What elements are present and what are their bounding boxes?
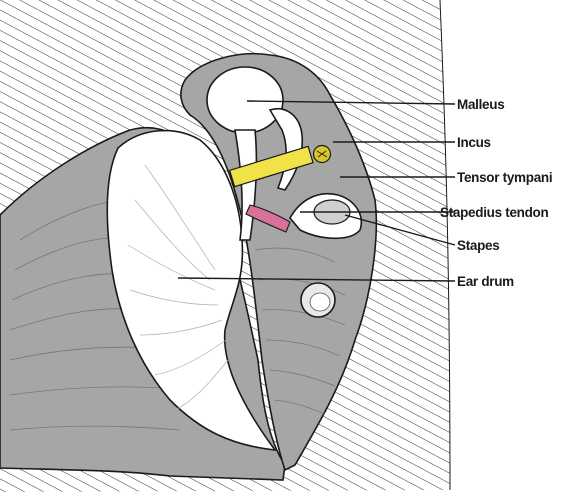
label-incus: Incus bbox=[457, 135, 491, 150]
labels: Malleus Incus Tensor tympani Stapedius t… bbox=[440, 97, 552, 289]
round-window bbox=[301, 283, 335, 317]
nerve-cross-section bbox=[314, 146, 331, 163]
label-ear-drum: Ear drum bbox=[457, 274, 514, 289]
label-stapedius-tendon: Stapedius tendon bbox=[440, 205, 549, 220]
label-tensor-tympani: Tensor tympani bbox=[457, 170, 552, 185]
label-malleus: Malleus bbox=[457, 97, 504, 112]
label-stapes: Stapes bbox=[457, 238, 499, 253]
